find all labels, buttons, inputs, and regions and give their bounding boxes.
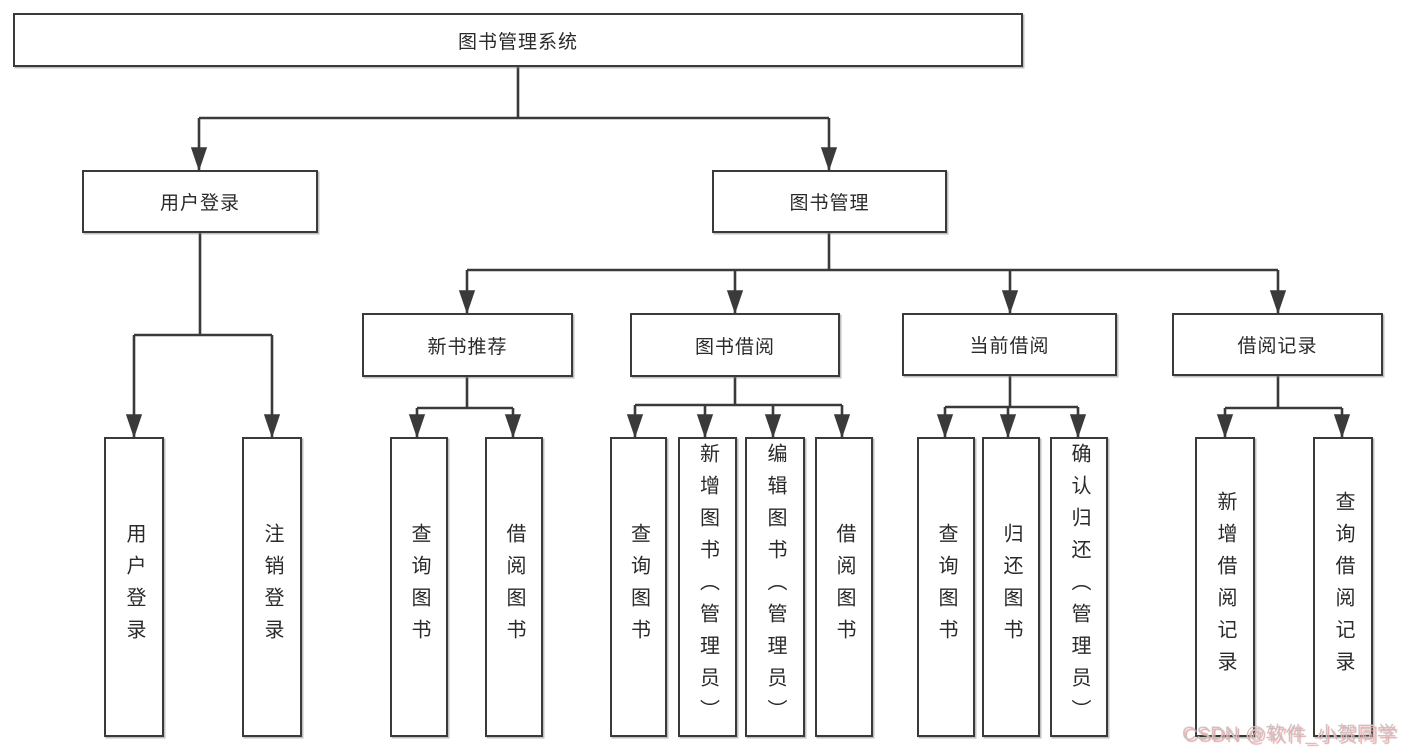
leaf-user-login: 用户登录 — [104, 437, 164, 737]
leaf-borrow-books-label: 借阅图书 — [833, 523, 855, 651]
leaf-return-books-label: 归还图书 — [1000, 523, 1022, 651]
leaf-confirm-return-admin-label: 确认归还（管理员） — [1068, 443, 1090, 731]
leaf-add-borrow-record: 新增借阅记录 — [1195, 437, 1255, 737]
node-book-borrow: 图书借阅 — [630, 313, 840, 377]
node-root-label: 图书管理系统 — [457, 31, 578, 53]
leaf-borrow-books: 借阅图书 — [815, 437, 873, 737]
leaf-borrow-books-recommend-label: 借阅图书 — [503, 523, 525, 651]
leaf-query-books-recommend: 查询图书 — [390, 437, 448, 737]
leaf-query-books-borrow: 查询图书 — [610, 437, 667, 737]
node-user-login: 用户登录 — [82, 170, 318, 233]
leaf-add-book-admin: 新增图书（管理员） — [678, 437, 737, 737]
leaf-return-books: 归还图书 — [982, 437, 1040, 737]
leaf-borrow-books-recommend: 借阅图书 — [485, 437, 543, 737]
leaf-add-borrow-record-label: 新增借阅记录 — [1214, 491, 1236, 683]
leaf-query-books-current: 查询图书 — [917, 437, 975, 737]
node-book-management: 图书管理 — [712, 170, 947, 233]
node-borrow-records-label: 借阅记录 — [1237, 336, 1318, 357]
node-new-book-recommend-label: 新书推荐 — [427, 336, 508, 358]
leaf-query-borrow-record: 查询借阅记录 — [1313, 437, 1373, 737]
node-book-management-label: 图书管理 — [789, 193, 870, 214]
leaf-query-books-borrow-label: 查询图书 — [627, 523, 650, 651]
leaf-user-login-label: 用户登录 — [123, 523, 145, 651]
leaf-add-book-admin-label: 新增图书（管理员） — [696, 443, 719, 731]
node-borrow-records: 借阅记录 — [1172, 313, 1383, 376]
node-new-book-recommend: 新书推荐 — [362, 313, 573, 377]
leaf-confirm-return-admin: 确认归还（管理员） — [1050, 437, 1108, 737]
node-root: 图书管理系统 — [13, 13, 1023, 67]
leaf-query-books-recommend-label: 查询图书 — [408, 523, 430, 651]
leaf-edit-book-admin: 编辑图书（管理员） — [745, 437, 805, 737]
leaf-query-borrow-record-label: 查询借阅记录 — [1332, 491, 1354, 683]
node-user-login-label: 用户登录 — [159, 193, 240, 214]
leaf-logout: 注销登录 — [242, 437, 302, 737]
watermark: CSDN @软件_小贺同学 — [1182, 723, 1397, 745]
leaf-edit-book-admin-label: 编辑图书（管理员） — [764, 443, 786, 731]
leaf-logout-label: 注销登录 — [261, 523, 283, 651]
node-book-borrow-label: 图书借阅 — [694, 336, 775, 358]
leaf-query-books-current-label: 查询图书 — [935, 523, 957, 651]
node-current-borrow: 当前借阅 — [902, 313, 1117, 376]
node-current-borrow-label: 当前借阅 — [969, 336, 1050, 357]
